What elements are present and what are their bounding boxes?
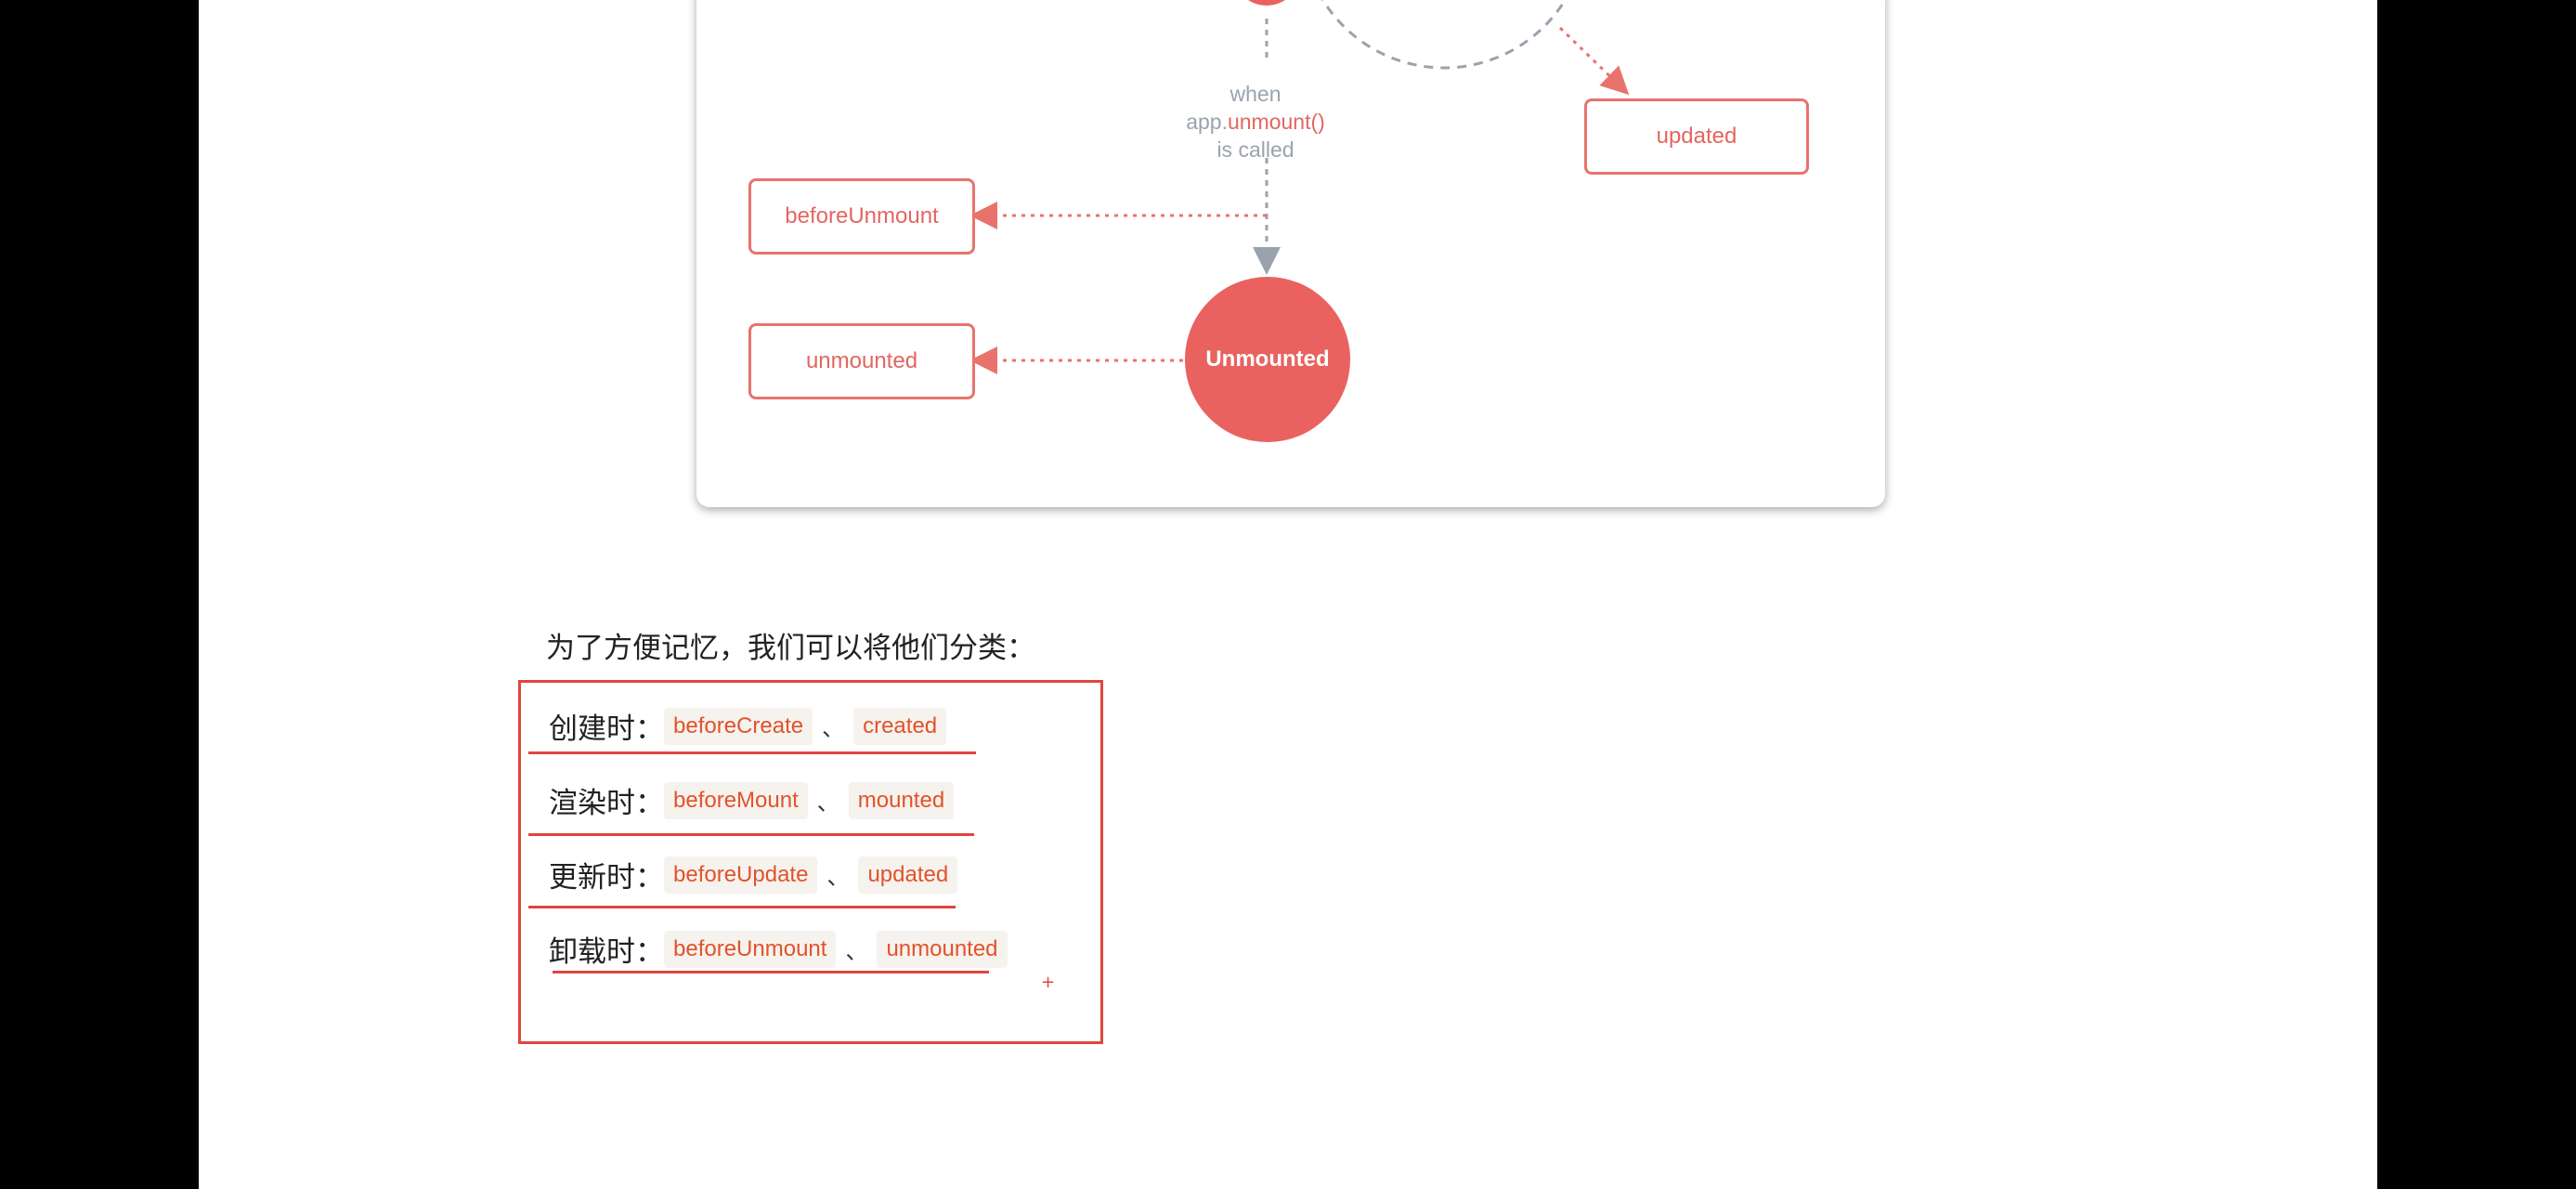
category-row-unmount: 卸载时： beforeUnmount 、 unmounted	[549, 928, 1008, 970]
when-line: when	[1229, 82, 1281, 106]
row-label: 渲染时：	[549, 787, 664, 820]
mounted-state-circle-partial	[1248, 0, 1285, 6]
separator: 、	[816, 790, 839, 816]
category-row-render: 渲染时： beforeMount 、 mounted	[549, 779, 955, 821]
unmount-call: unmount()	[1227, 110, 1325, 134]
updated-hook-box: updated	[1584, 98, 1809, 175]
unmounted-state-circle: Unmounted	[1185, 277, 1350, 442]
diagram-connectors	[969, 0, 1630, 374]
row-underline	[528, 833, 974, 836]
unmounted-hook-label: unmounted	[805, 348, 918, 373]
separator: 、	[822, 715, 845, 741]
hook-category-box: 创建时： beforeCreate 、 created 渲染时： beforeM…	[518, 680, 1103, 1044]
unmounted-state-label: Unmounted	[1205, 346, 1330, 372]
hook-tag: updated	[858, 856, 958, 894]
lifecycle-diagram: updated beforeUnmount unmounted Unmounte…	[696, 0, 1885, 507]
separator: 、	[845, 938, 868, 964]
category-row-create: 创建时： beforeCreate 、 created	[549, 705, 947, 747]
before-unmount-hook-box: beforeUnmount	[748, 178, 975, 255]
hook-tag: created	[853, 707, 947, 745]
hook-tag: beforeMount	[664, 781, 808, 819]
annotation-mark: +	[1041, 973, 1056, 992]
app-unmount-line: app.unmount()	[1153, 108, 1358, 136]
row-underline	[553, 971, 989, 973]
bilibili-logo: bilibili	[405, 48, 608, 111]
unmount-trigger-note: when app.unmount() is called	[1153, 80, 1358, 163]
row-label: 更新时：	[549, 861, 664, 895]
before-unmount-hook-label: beforeUnmount	[785, 203, 939, 229]
hook-tag: beforeUnmount	[664, 930, 837, 968]
updated-hook-label: updated	[1656, 124, 1737, 149]
row-label: 创建时：	[549, 712, 664, 746]
watermark-text: 可学编程	[240, 65, 396, 108]
app-prefix: app.	[1186, 110, 1228, 134]
hook-tag: beforeCreate	[664, 707, 813, 745]
hook-tag: beforeUpdate	[664, 856, 818, 894]
unmounted-hook-box: unmounted	[748, 323, 975, 399]
is-called-line: is called	[1216, 137, 1295, 162]
category-row-update: 更新时： beforeUpdate 、 updated	[549, 854, 958, 895]
row-underline	[528, 751, 976, 754]
separator: 、	[826, 864, 850, 890]
row-label: 卸载时：	[549, 935, 664, 969]
updated-arrow	[1558, 26, 1630, 96]
row-underline	[528, 906, 956, 908]
intro-text: 为了方便记忆，我们可以将他们分类：	[546, 632, 1035, 665]
update-loop-arc	[1321, 0, 1568, 70]
hook-tag: unmounted	[877, 930, 1008, 968]
hook-tag: mounted	[848, 781, 955, 819]
